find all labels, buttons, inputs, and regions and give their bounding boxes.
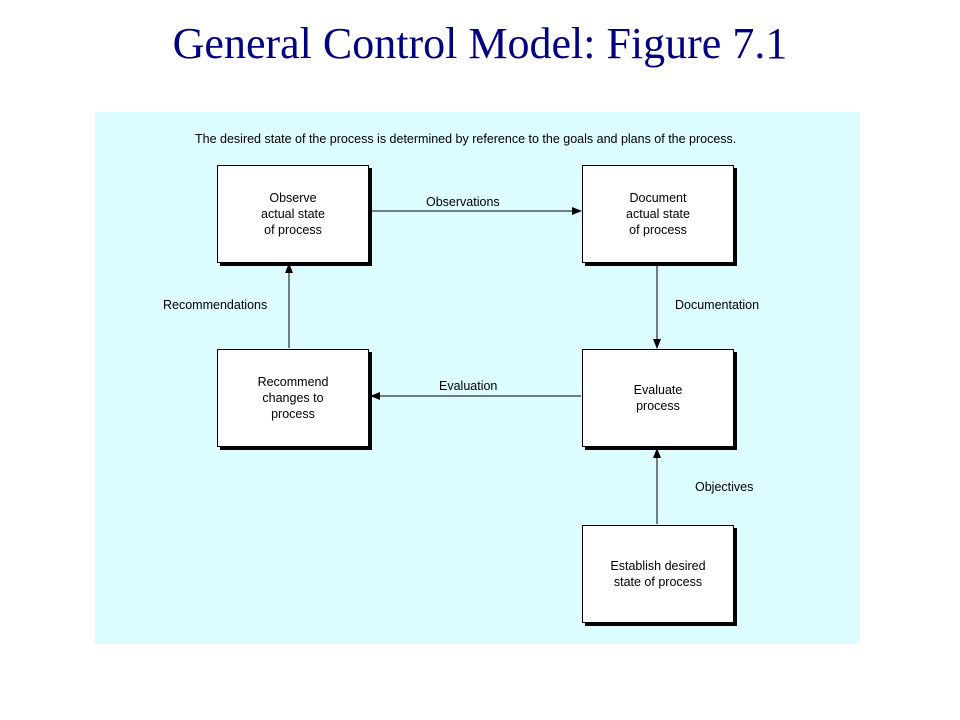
establish-box: Establish desired state of process xyxy=(582,525,734,623)
slide-title: General Control Model: Figure 7.1 xyxy=(172,19,788,68)
recommendations-label: Recommendations xyxy=(163,298,268,312)
evaluation-label: Evaluation xyxy=(439,379,498,393)
observe-box: Observe actual state of process xyxy=(217,165,369,263)
document-box-label: Document actual state of process xyxy=(626,191,690,237)
recommend-box-label: Recommend changes to process xyxy=(257,375,329,421)
document-box: Document actual state of process xyxy=(582,165,734,263)
evaluate-box-label: Evaluate process xyxy=(633,383,683,413)
evaluate-box: Evaluate process xyxy=(582,349,734,447)
diagram-caption: The desired state of the process is dete… xyxy=(195,132,737,146)
documentation-label: Documentation xyxy=(675,298,760,312)
recommend-box: Recommend changes to process xyxy=(217,349,369,447)
control-model-diagram: The desired state of the process is dete… xyxy=(95,112,860,644)
flow-arrows xyxy=(285,207,661,524)
objectives-label: Objectives xyxy=(695,480,754,494)
establish-box-label: Establish desired state of process xyxy=(610,559,706,589)
observations-label: Observations xyxy=(426,195,500,209)
observe-box-label: Observe actual state of process xyxy=(261,191,325,237)
